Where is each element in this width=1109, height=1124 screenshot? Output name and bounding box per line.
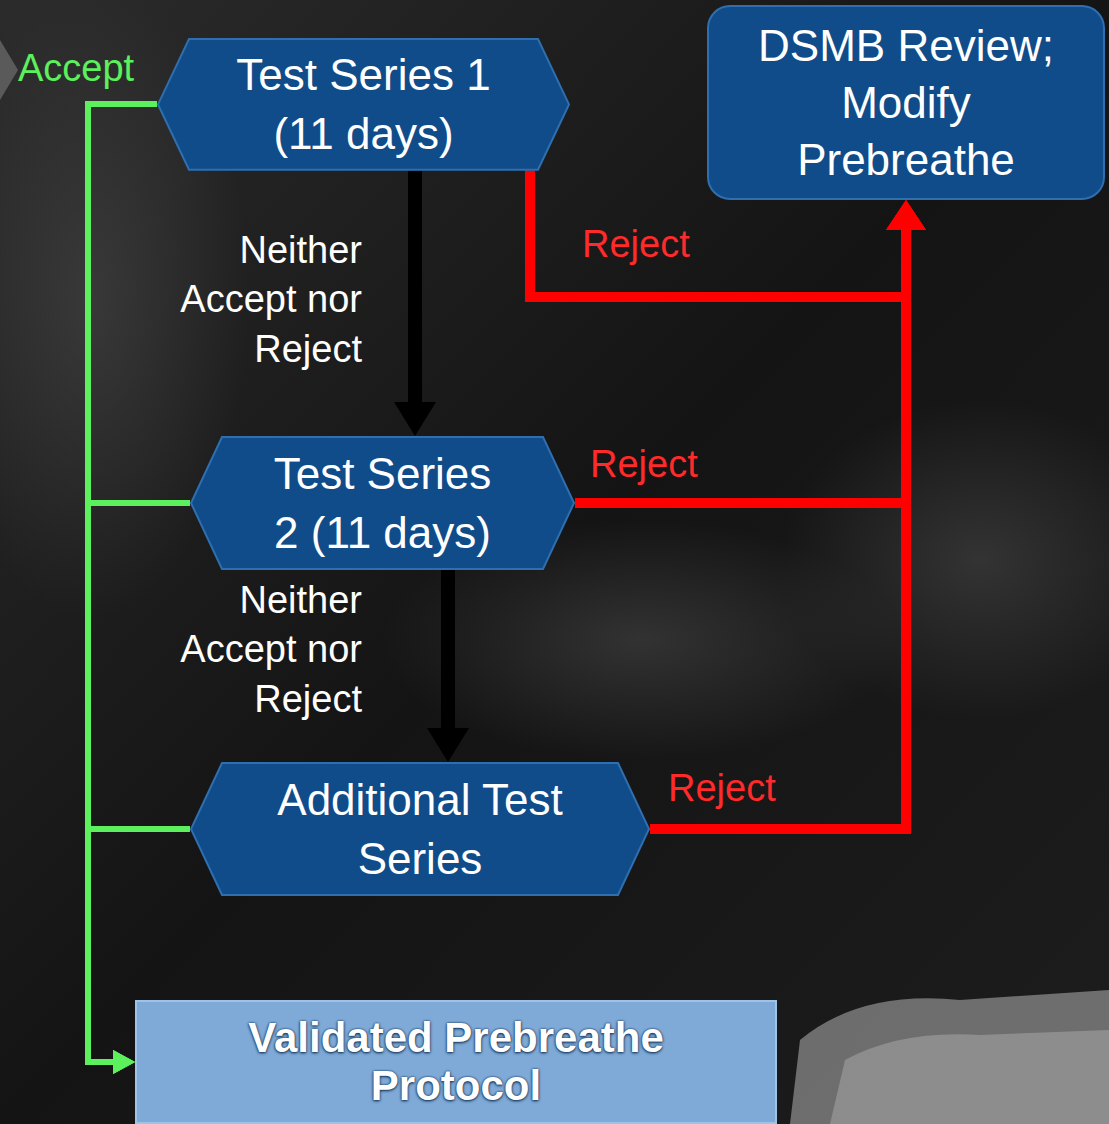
text-block: Test Series 2 (11 days): [269, 444, 497, 563]
text-block: Validated Prebreathe Protocol: [176, 1014, 736, 1111]
hexagon-shape: [191, 763, 649, 895]
hexagon-shape: [191, 437, 574, 569]
test-series-box: Test Series 1 (11 days): [157, 38, 570, 171]
edge-label: Neither Accept nor Reject: [152, 226, 362, 374]
astronaut-edge: [0, 40, 18, 100]
flow-arrow: [441, 570, 455, 728]
review-box: DSMB Review; Modify Prebreathe: [707, 5, 1105, 200]
edge-label: Reject: [590, 440, 730, 489]
text-block: Test Series 1 (11 days): [214, 45, 514, 164]
flow-arrow: [650, 230, 906, 829]
box-shape: [708, 6, 1104, 199]
result-box: Validated Prebreathe Protocol: [135, 1000, 777, 1124]
edge-label: Accept: [18, 44, 158, 93]
box-shape: [136, 1001, 776, 1123]
text-block: DSMB Review; Modify Prebreathe: [741, 17, 1071, 189]
test-series-box: Test Series 2 (11 days): [190, 436, 575, 570]
flow-arrow: [88, 503, 190, 1062]
lunar-terrain: [780, 400, 1109, 720]
edge-label: Reject: [668, 764, 808, 813]
text-block: Additional Test Series: [240, 770, 600, 889]
rover-wheel: [790, 990, 1109, 1124]
node-text: Test Series 2 (11 days): [269, 444, 497, 563]
flow-arrow: [88, 104, 157, 1062]
flow-arrow: [408, 170, 422, 402]
node-text: DSMB Review; Modify Prebreathe: [741, 17, 1071, 189]
test-series-box: Additional Test Series: [190, 762, 650, 896]
node-text: Validated Prebreathe Protocol: [176, 1014, 736, 1111]
node-text: Test Series 1 (11 days): [214, 45, 514, 164]
node-text: Additional Test Series: [240, 770, 600, 889]
edge-label: Reject: [582, 220, 722, 269]
hexagon-shape: [158, 39, 569, 170]
flow-arrow: [575, 230, 906, 503]
edge-label: Neither Accept nor Reject: [152, 576, 362, 724]
rover-wheel-highlight: [830, 1030, 1109, 1124]
